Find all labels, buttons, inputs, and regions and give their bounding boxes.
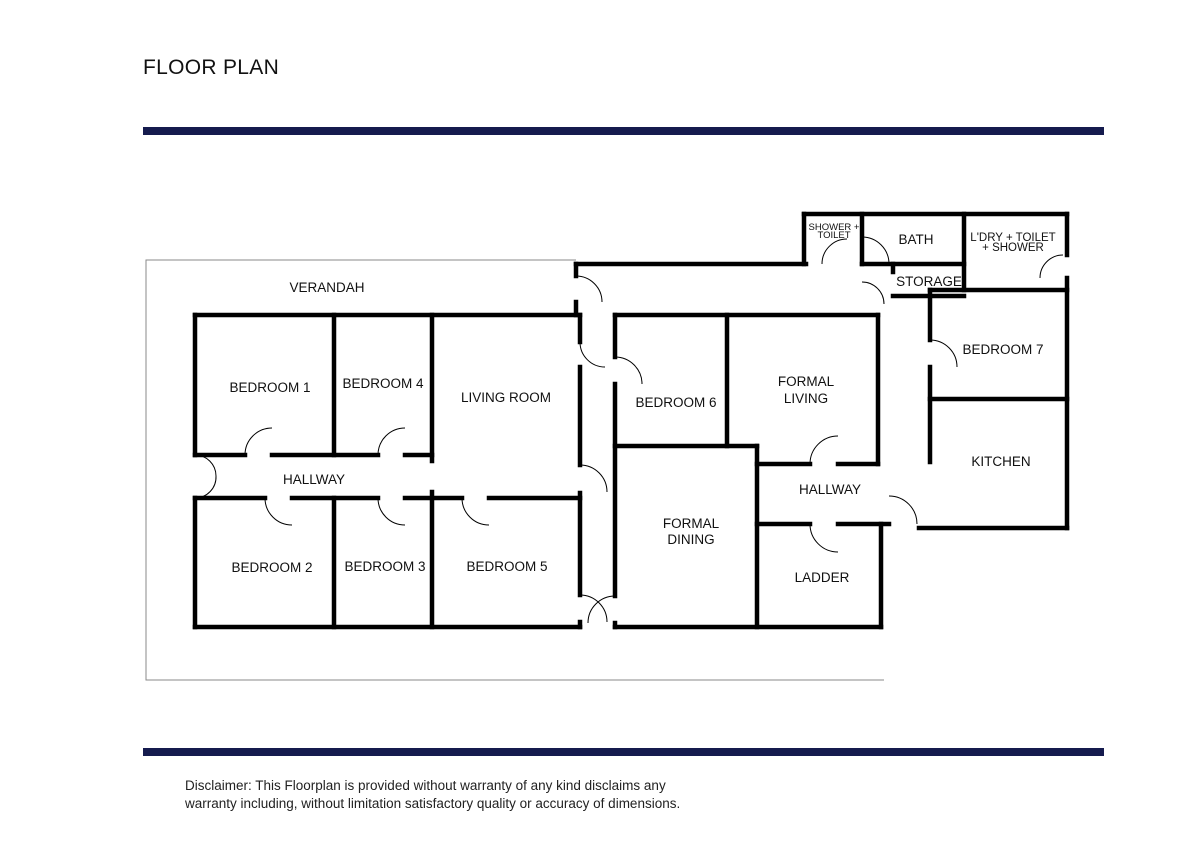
formal-living-label-line1: FORMAL: [778, 374, 835, 389]
formal-dining-label-line2: DINING: [667, 532, 714, 547]
door-swing: [377, 497, 406, 526]
disclaimer-line-1: Disclaimer: This Floorplan is provided w…: [185, 778, 666, 793]
shower-toilet-label-line1: SHOWER +: [809, 222, 860, 233]
laundry-label-line2: + SHOWER: [982, 242, 1044, 254]
room-labels: VERANDAH BEDROOM 1 BEDROOM 4 LIVING ROOM…: [229, 222, 1055, 585]
bedroom-7-label: BEDROOM 7: [962, 342, 1043, 357]
header-rule: [143, 127, 1104, 135]
footer-rule: [143, 748, 1104, 756]
door-swing: [809, 523, 839, 553]
door-swing: [861, 281, 885, 305]
bedroom-4-label: BEDROOM 4: [342, 376, 424, 391]
door-swing: [377, 427, 406, 456]
door-swing: [587, 595, 616, 624]
hallway-west-label: HALLWAY: [283, 472, 345, 487]
door-swing: [579, 464, 608, 493]
page-title: FLOOR PLAN: [143, 56, 280, 79]
door-swing: [861, 236, 890, 265]
verandah-label: VERANDAH: [289, 280, 364, 295]
living-room-label: LIVING ROOM: [461, 390, 551, 405]
verandah-outline: [145, 259, 884, 681]
door-swing: [194, 454, 217, 499]
walls: [192, 211, 1070, 630]
bedroom-3-label: BEDROOM 3: [344, 559, 425, 574]
door-swing: [888, 495, 918, 525]
door-swing: [821, 238, 848, 265]
shower-toilet-label-line2: TOILET: [817, 230, 850, 241]
bedroom-6-label: BEDROOM 6: [635, 395, 716, 410]
door-swing: [1039, 254, 1064, 279]
door-swing: [809, 435, 839, 465]
disclaimer: Disclaimer: This Floorplan is provided w…: [185, 777, 785, 812]
laundry-label-line1: L'DRY + TOILET: [970, 232, 1055, 244]
storage-label: STORAGE: [896, 274, 962, 289]
door-swing: [264, 497, 293, 526]
bath-label: BATH: [898, 232, 933, 247]
formal-living-label-line2: LIVING: [784, 391, 828, 406]
disclaimer-line-2: warranty including, without limitation s…: [185, 795, 681, 811]
door-swing: [579, 341, 606, 368]
bedroom-2-label: BEDROOM 2: [231, 560, 312, 575]
hallway-east-label: HALLWAY: [799, 482, 861, 497]
door-swing: [614, 356, 643, 385]
formal-dining-label-line1: FORMAL: [663, 516, 720, 531]
door-swing: [929, 339, 958, 368]
bedroom-5-label: BEDROOM 5: [466, 559, 547, 574]
door-swing: [461, 497, 490, 526]
ladder-label: LADDER: [795, 570, 850, 585]
kitchen-label: KITCHEN: [971, 454, 1030, 469]
door-swings: [194, 236, 1064, 624]
door-swing: [244, 427, 273, 456]
door-swing: [575, 275, 603, 303]
bedroom-1-label: BEDROOM 1: [229, 380, 310, 395]
door-swing: [579, 594, 608, 623]
